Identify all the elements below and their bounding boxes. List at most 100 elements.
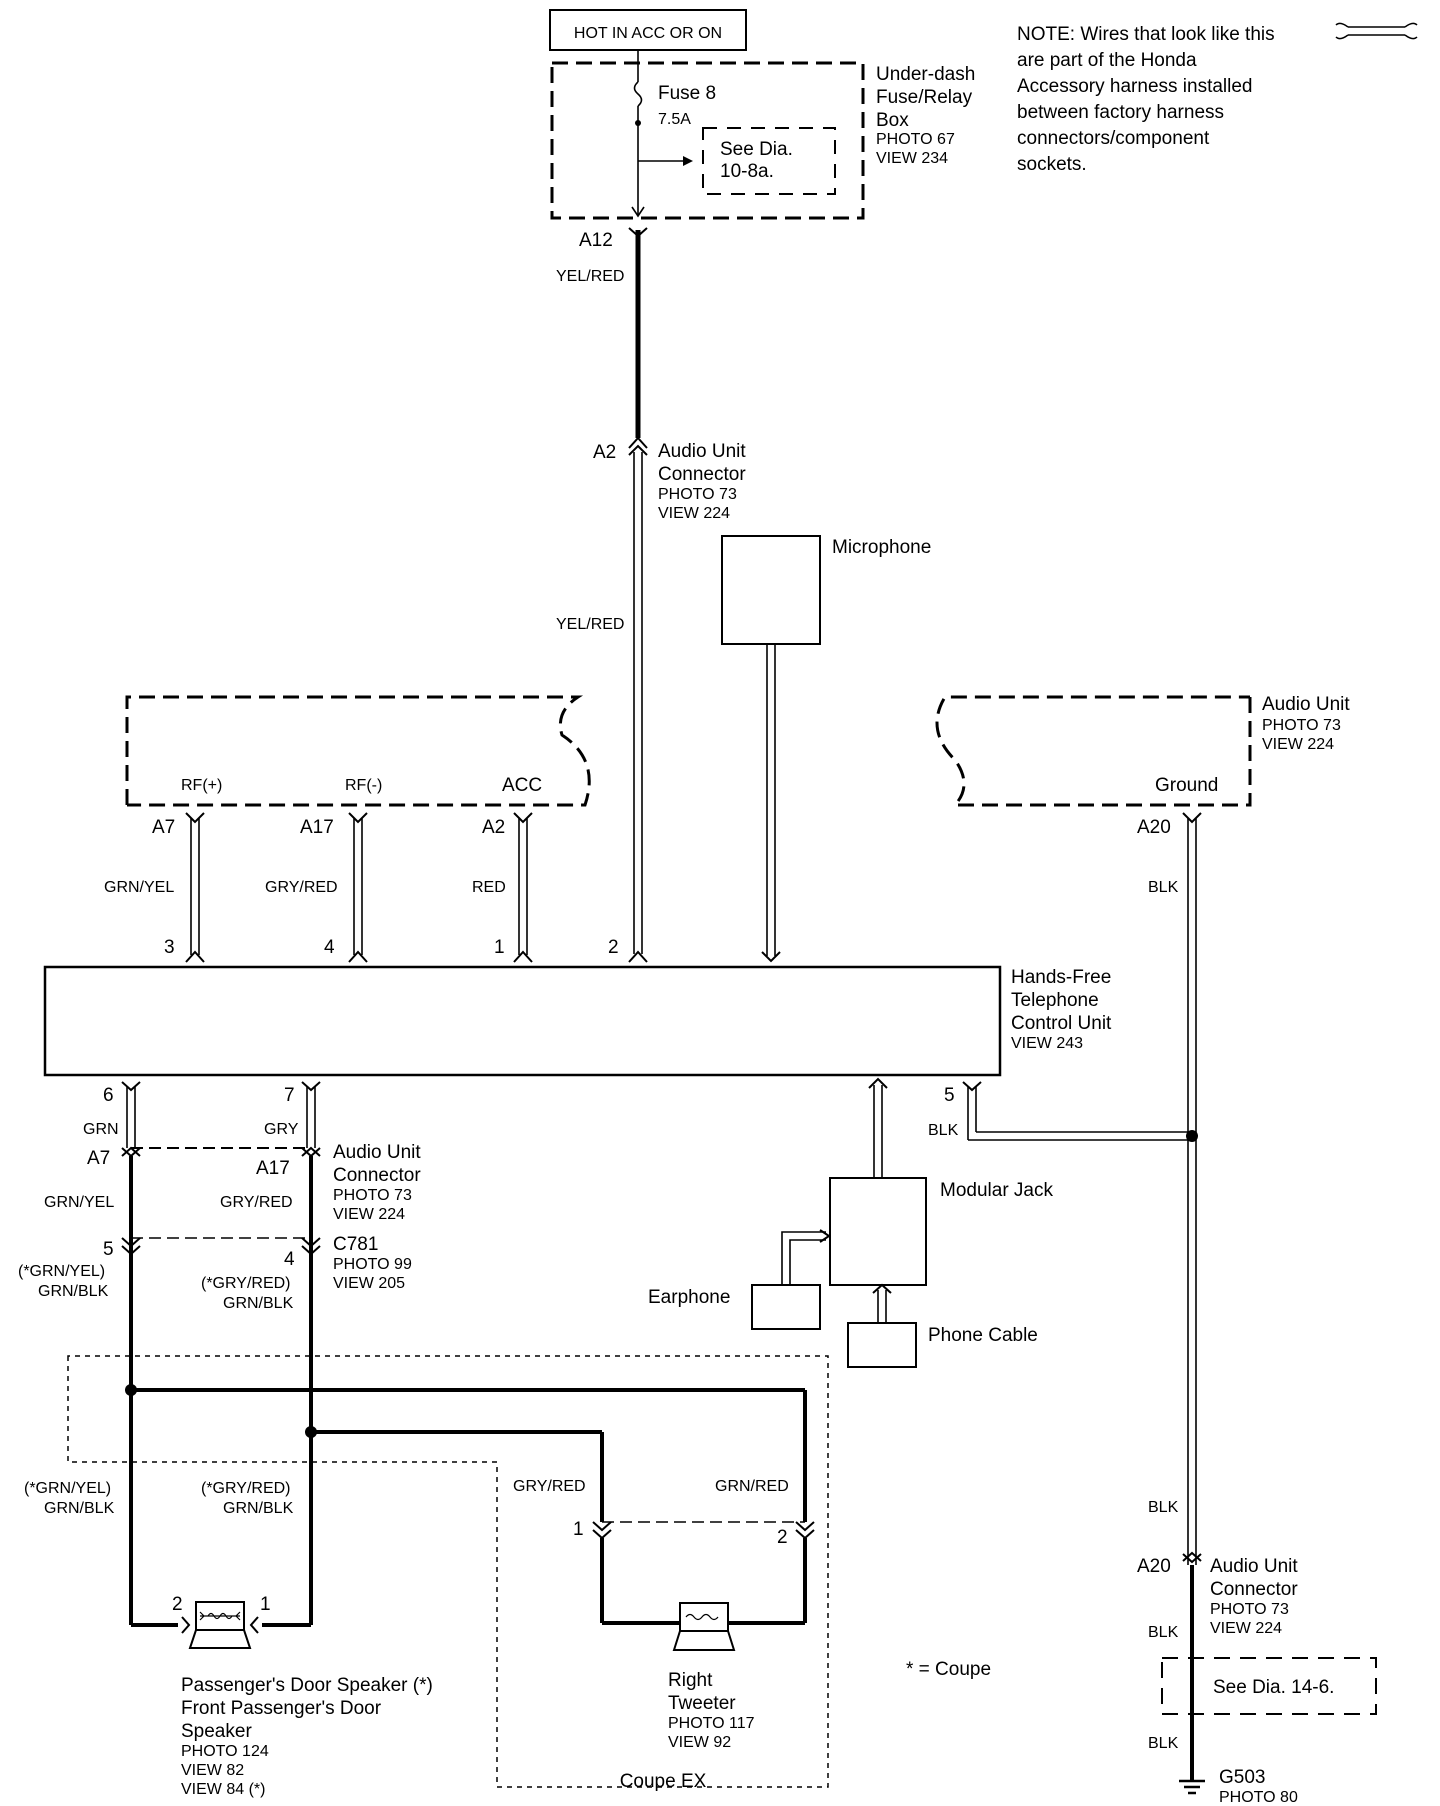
note-line-3: Accessory harness installed — [1017, 76, 1253, 97]
speaker-left-wire: GRN/BLK — [44, 1500, 115, 1517]
audio-unit-right-photo: PHOTO 73 — [1262, 717, 1341, 734]
c781-pin-5: 5 — [103, 1239, 114, 1260]
see-dia-10-8a-box — [702, 127, 836, 195]
tweeter-pin-1-icon — [592, 1521, 612, 1540]
fuse-box-photo: PHOTO 67 — [876, 131, 955, 148]
audio-connector-bottom-name-1: Audio Unit — [1210, 1556, 1298, 1577]
ground-splice — [1186, 1130, 1198, 1142]
c781-right-wire: GRN/BLK — [223, 1295, 294, 1312]
wire-label-grn-yel: GRN/YEL — [104, 879, 174, 896]
connector-a7-mid-icon — [121, 1146, 141, 1157]
tweeter-pin-2: 2 — [777, 1527, 788, 1548]
control-unit-pin-7: 7 — [284, 1085, 295, 1106]
audio-connector-top-name-2: Connector — [658, 464, 746, 485]
tweeter-pin-2-icon — [795, 1521, 815, 1540]
pin-rf-plus: RF(+) — [181, 777, 222, 794]
see-dia-10-8a-line2: 10-8a. — [720, 161, 774, 182]
control-unit-pin-5: 5 — [944, 1085, 955, 1106]
c781-photo: PHOTO 99 — [333, 1256, 412, 1273]
coupe-ex-zone-label: Coupe EX — [620, 1771, 707, 1792]
tweeter-name-1: Right — [668, 1670, 713, 1691]
audio-connector-top-photo: PHOTO 73 — [658, 486, 737, 503]
wire-red-a2 — [513, 812, 533, 963]
wire-label-yel-red-mid: YEL/RED — [556, 616, 624, 633]
ground-g503-photo: PHOTO 80 — [1219, 1789, 1298, 1806]
fuse-box-view: VIEW 234 — [876, 150, 948, 167]
hands-free-control-unit-box — [43, 965, 1002, 1077]
control-unit-view: VIEW 243 — [1011, 1035, 1083, 1052]
control-unit-pin-3: 3 — [164, 937, 175, 958]
c781-left-wire: GRN/BLK — [38, 1283, 109, 1300]
pin-acc: ACC — [502, 775, 542, 796]
control-unit-pin-6: 6 — [103, 1085, 114, 1106]
wire-label-blk-lower-2: BLK — [1148, 1624, 1179, 1641]
audio-connector-mid-photo: PHOTO 73 — [333, 1187, 412, 1204]
door-speaker-pin-2: 2 — [172, 1594, 183, 1615]
earphone-label: Earphone — [648, 1287, 730, 1308]
phone-cable-box — [847, 1322, 917, 1368]
note-line-1: NOTE: Wires that look like this — [1017, 24, 1275, 45]
speaker-right-wire: GRN/BLK — [223, 1500, 294, 1517]
fuse-box-name-2: Fuse/Relay — [876, 87, 973, 108]
connector-pin-2-icon — [628, 950, 648, 963]
terminal-a20-top: A20 — [1137, 817, 1171, 838]
note-line-5: connectors/component — [1017, 128, 1210, 149]
power-source-label: HOT IN ACC OR ON — [574, 25, 722, 42]
audio-connector-mid-name-2: Connector — [333, 1165, 421, 1186]
fuse-rating: 7.5A — [658, 111, 691, 128]
microphone-label: Microphone — [832, 537, 931, 558]
control-unit-pin-2: 2 — [608, 937, 619, 958]
terminal-a2-top: A2 — [593, 442, 616, 463]
terminal-a17-top: A17 — [300, 817, 334, 838]
connector-pin-5-icon — [962, 1081, 982, 1092]
fuse-box-name-3: Box — [876, 110, 909, 131]
audio-connector-bottom-photo: PHOTO 73 — [1210, 1601, 1289, 1618]
audio-connector-mid-name-1: Audio Unit — [333, 1142, 421, 1163]
earphone-arrow-icon — [819, 1229, 831, 1243]
wire-label-gry: GRY — [264, 1121, 299, 1138]
accessory-harness-symbol-icon — [1335, 22, 1418, 40]
door-speaker-pin-2-icon — [181, 1616, 191, 1634]
fuse-box-name-1: Under-dash — [876, 64, 975, 85]
pin-ground: Ground — [1155, 775, 1218, 796]
door-speaker-pin-1: 1 — [260, 1594, 271, 1615]
fuse-box-outline — [550, 61, 865, 220]
see-dia-10-8a-line1: See Dia. — [720, 139, 793, 160]
c781-left-wire-coupe: (*GRN/YEL) — [18, 1263, 105, 1280]
c781-view: VIEW 205 — [333, 1275, 405, 1292]
note-line-4: between factory harness — [1017, 102, 1224, 123]
door-speaker-name-3: Speaker — [181, 1721, 252, 1742]
tweeter-photo: PHOTO 117 — [668, 1715, 755, 1732]
control-unit-name-3: Control Unit — [1011, 1013, 1112, 1034]
audio-connector-mid-view: VIEW 224 — [333, 1206, 405, 1223]
earphone-box — [751, 1284, 821, 1330]
c781-right-wire-coupe: (*GRY/RED) — [201, 1275, 291, 1292]
see-dia-14-6: See Dia. 14-6. — [1213, 1677, 1334, 1698]
modular-jack-label: Modular Jack — [940, 1180, 1053, 1201]
terminal-a20-bottom: A20 — [1137, 1556, 1171, 1577]
tweeter-view: VIEW 92 — [668, 1734, 731, 1751]
connector-a20-bottom-icon — [1182, 1551, 1202, 1564]
door-speaker-name-1: Passenger's Door Speaker (*) — [181, 1675, 433, 1696]
audio-unit-right-name: Audio Unit — [1262, 694, 1350, 715]
tweeter-wire-right-label: GRN/RED — [715, 1478, 789, 1495]
coupe-ex-zone-outline — [67, 1355, 829, 1788]
wire-label-blk-lower-3: BLK — [1148, 1735, 1179, 1752]
wire-label-gry-red-mid: GRY/RED — [220, 1194, 293, 1211]
phone-cable-label: Phone Cable — [928, 1325, 1038, 1346]
wire-label-blk-pin5: BLK — [928, 1122, 959, 1139]
fuse-8-icon — [633, 81, 643, 107]
modular-jack-up-arrow-icon — [868, 1077, 888, 1089]
phone-cable-arrow-icon — [872, 1283, 892, 1294]
door-speaker-view-2: VIEW 84 (*) — [181, 1781, 265, 1798]
fuse-down-arrow-icon — [631, 206, 645, 218]
ground-g503: G503 — [1219, 1767, 1265, 1788]
fuse-label: Fuse 8 — [658, 83, 716, 104]
coupe-note: * = Coupe — [906, 1659, 991, 1680]
note-line-2: are part of the Honda — [1017, 50, 1197, 71]
wire-label-grn: GRN — [83, 1121, 119, 1138]
audio-connector-bottom-view: VIEW 224 — [1210, 1620, 1282, 1637]
tweeter-wire-left-label: GRY/RED — [513, 1478, 586, 1495]
door-speaker-view-1: VIEW 82 — [181, 1762, 244, 1779]
